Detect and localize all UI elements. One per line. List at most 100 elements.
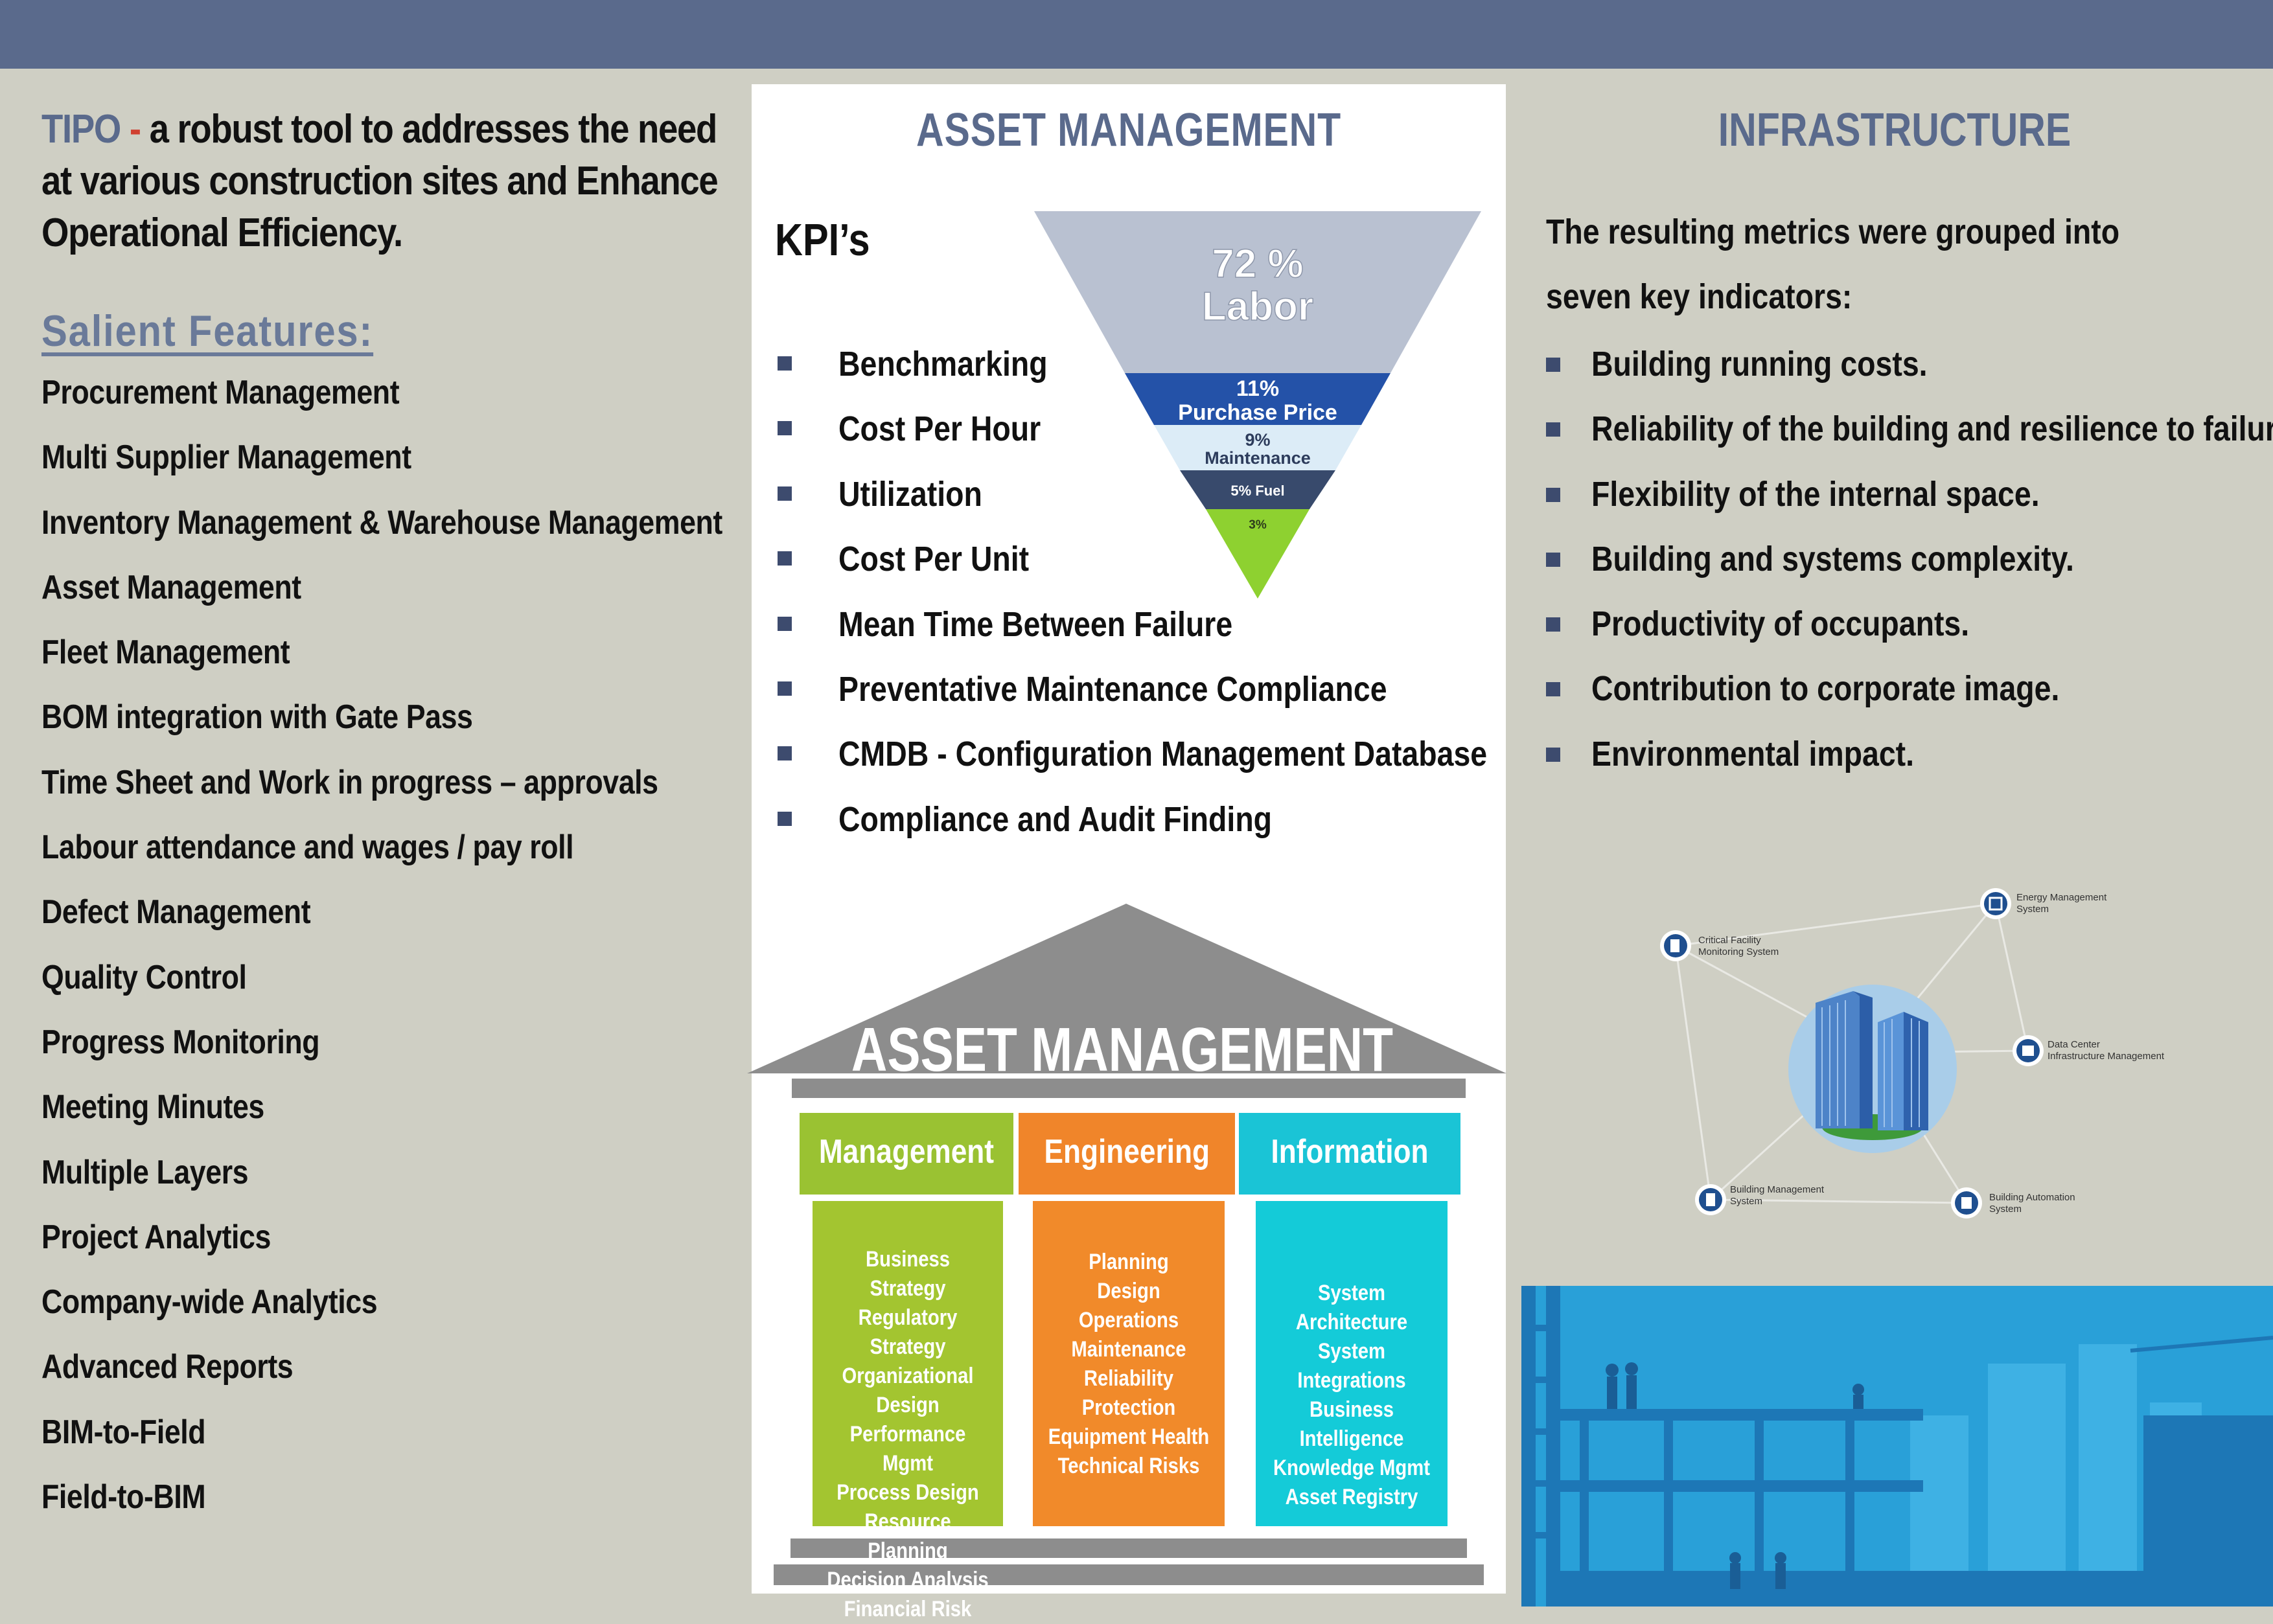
pillar-item: Business Strategy: [865, 1247, 951, 1301]
feature-item: Procurement Management: [41, 374, 400, 411]
funnel-fuel-label: 5% Fuel: [1230, 483, 1284, 499]
pillar-item: Organizational Design: [842, 1364, 974, 1417]
infrastructure-intro: The resulting metrics were grouped into …: [1546, 212, 2120, 316]
pillar-head-management: Management: [800, 1113, 1013, 1195]
feature-item: Meeting Minutes: [41, 1088, 264, 1127]
kpi-label: CMDB - Configuration Management Database: [838, 735, 1488, 774]
pillar-item: Equipment Health: [1048, 1424, 1210, 1449]
feature-item: Quality Control: [41, 958, 247, 996]
bullet-icon: [778, 811, 792, 826]
feature-item: Inventory Management & Warehouse Managem…: [41, 503, 722, 542]
asset-temple-diagram: ASSET MANAGEMENT: [747, 904, 1506, 1585]
asset-management-title: ASSET MANAGEMENT: [916, 104, 1342, 156]
funnel-purchase-pct: 11%: [1236, 376, 1279, 401]
energy-icon: [1989, 897, 2003, 911]
scene-structure: [1521, 1286, 2273, 1607]
critical-facility-label: Critical Facility Monitoring System: [1698, 935, 1779, 957]
scene-workers: [1606, 1362, 1864, 1589]
funnel-maintenance-pct: 9%: [1245, 430, 1270, 450]
pillar-item: Design: [1097, 1279, 1160, 1303]
pillar-item: Performance Mgmt: [849, 1422, 966, 1476]
infrastructure-label: Building running costs.: [1591, 345, 1928, 383]
temple-architrave: [792, 1079, 1466, 1098]
pillar-head-engineering: Engineering: [1019, 1113, 1235, 1195]
pillar-head-label: Engineering: [1044, 1133, 1210, 1171]
pillar-item: Knowledge Mgmt: [1273, 1456, 1431, 1480]
temple-title: ASSET MANAGEMENT: [851, 1015, 1393, 1084]
pillar-item: Financial Risk: [844, 1597, 972, 1621]
pillar-item: System Integrations: [1297, 1339, 1406, 1393]
temple-step-lower: [774, 1564, 1484, 1585]
feature-item: Project Analytics: [41, 1218, 271, 1256]
bullet-icon: [1546, 747, 1560, 762]
building-automation-label: Building Automation System: [1989, 1192, 2075, 1215]
funnel-maintenance-segment: [1154, 425, 1361, 470]
kpi-label: Cost Per Hour: [838, 409, 1041, 449]
critical-facility-node: [1660, 930, 1691, 961]
bullet-icon: [1546, 487, 1560, 502]
temple-roof: [747, 904, 1506, 1073]
bullet-icon: [778, 616, 792, 631]
feature-item: Multiple Layers: [41, 1153, 249, 1191]
infrastructure-label: Productivity of occupants.: [1591, 604, 1970, 644]
pillar-item: Planning: [1089, 1250, 1169, 1274]
salient-features-heading: Salient Features:: [41, 306, 374, 356]
feature-item: Company-wide Analytics: [41, 1283, 378, 1321]
scene-crane: [2130, 1336, 2273, 1353]
bullet-icon: [1546, 422, 1560, 437]
building-management-node: [1695, 1184, 1726, 1215]
infrastructure-label: Building and systems complexity.: [1591, 539, 2074, 578]
bullet-icon: [1546, 358, 1560, 372]
automation-icon: [1961, 1197, 1972, 1209]
funnel-maintenance-label: Maintenance: [1205, 448, 1311, 468]
energy-management-node: [1980, 888, 2011, 919]
feature-item: Multi Supplier Management: [41, 439, 411, 477]
feature-item: BIM-to-Field: [41, 1413, 206, 1451]
bullet-icon: [1546, 617, 1560, 632]
feature-item: Labour attendance and wages / pay roll: [41, 829, 574, 867]
building-systems-network: [1660, 888, 2044, 1218]
building-small-icon: [1706, 1193, 1715, 1206]
infrastructure-label: Reliability of the building and resilien…: [1591, 409, 2273, 449]
intro-paragraph: TIPO - a robust tool to addresses the ne…: [41, 104, 726, 259]
bullet-icon: [1546, 682, 1560, 697]
building-icon: [1816, 991, 1928, 1130]
pillar-item: Asset Registry: [1285, 1485, 1418, 1509]
feature-item: Time Sheet and Work in progress – approv…: [41, 763, 658, 801]
server-icon: [2022, 1046, 2034, 1056]
pillar-head-label: Management: [818, 1133, 995, 1171]
infrastructure-label: Flexibility of the internal space.: [1591, 474, 2040, 514]
kpi-label: Compliance and Audit Finding: [838, 799, 1273, 839]
funnel-fuel-segment: [1180, 470, 1335, 509]
pillar-item: Operations: [1078, 1308, 1179, 1332]
pillar-item: Decision Analysis: [827, 1568, 989, 1592]
kpi-label: Utilization: [838, 474, 982, 514]
bullet-icon: [778, 421, 792, 436]
energy-management-label: Energy Management System: [2016, 892, 2107, 915]
feature-item: Advanced Reports: [41, 1348, 294, 1386]
feature-item: Fleet Management: [41, 634, 290, 672]
bullet-icon: [1546, 552, 1560, 567]
pillar-item: Maintenance: [1071, 1337, 1186, 1362]
construction-scene-image: [1521, 1286, 2273, 1607]
funnel-other-label: 3%: [1249, 518, 1267, 532]
left-column: TIPO - a robust tool to addresses the ne…: [41, 104, 728, 1529]
kpi-label: Cost Per Unit: [838, 540, 1030, 579]
feature-item: Field-to-BIM: [41, 1478, 206, 1516]
temple-step-upper: [790, 1538, 1467, 1558]
funnel-purchase-label: Purchase Price: [1178, 400, 1337, 425]
kpi-label: Mean Time Between Failure: [838, 604, 1233, 644]
intro-text: a robust tool to addresses the need at v…: [41, 107, 719, 255]
cost-funnel-chart: 72 % Labor 11% Purchase Price 9% Mainten…: [1034, 211, 1481, 599]
pillar-item: Reliability: [1083, 1366, 1174, 1391]
feature-item: Progress Monitoring: [41, 1023, 320, 1061]
data-center-node: [2013, 1035, 2044, 1066]
funnel-purchase-segment: [1125, 373, 1390, 425]
infrastructure-label: Contribution to corporate image.: [1591, 669, 2060, 709]
pillar-item: Business Intelligence: [1299, 1397, 1404, 1451]
monitor-icon: [1670, 939, 1679, 952]
infrastructure-title: INFRASTRUCTURE: [1718, 104, 2071, 156]
funnel-labor-label: Labor: [1202, 284, 1313, 329]
